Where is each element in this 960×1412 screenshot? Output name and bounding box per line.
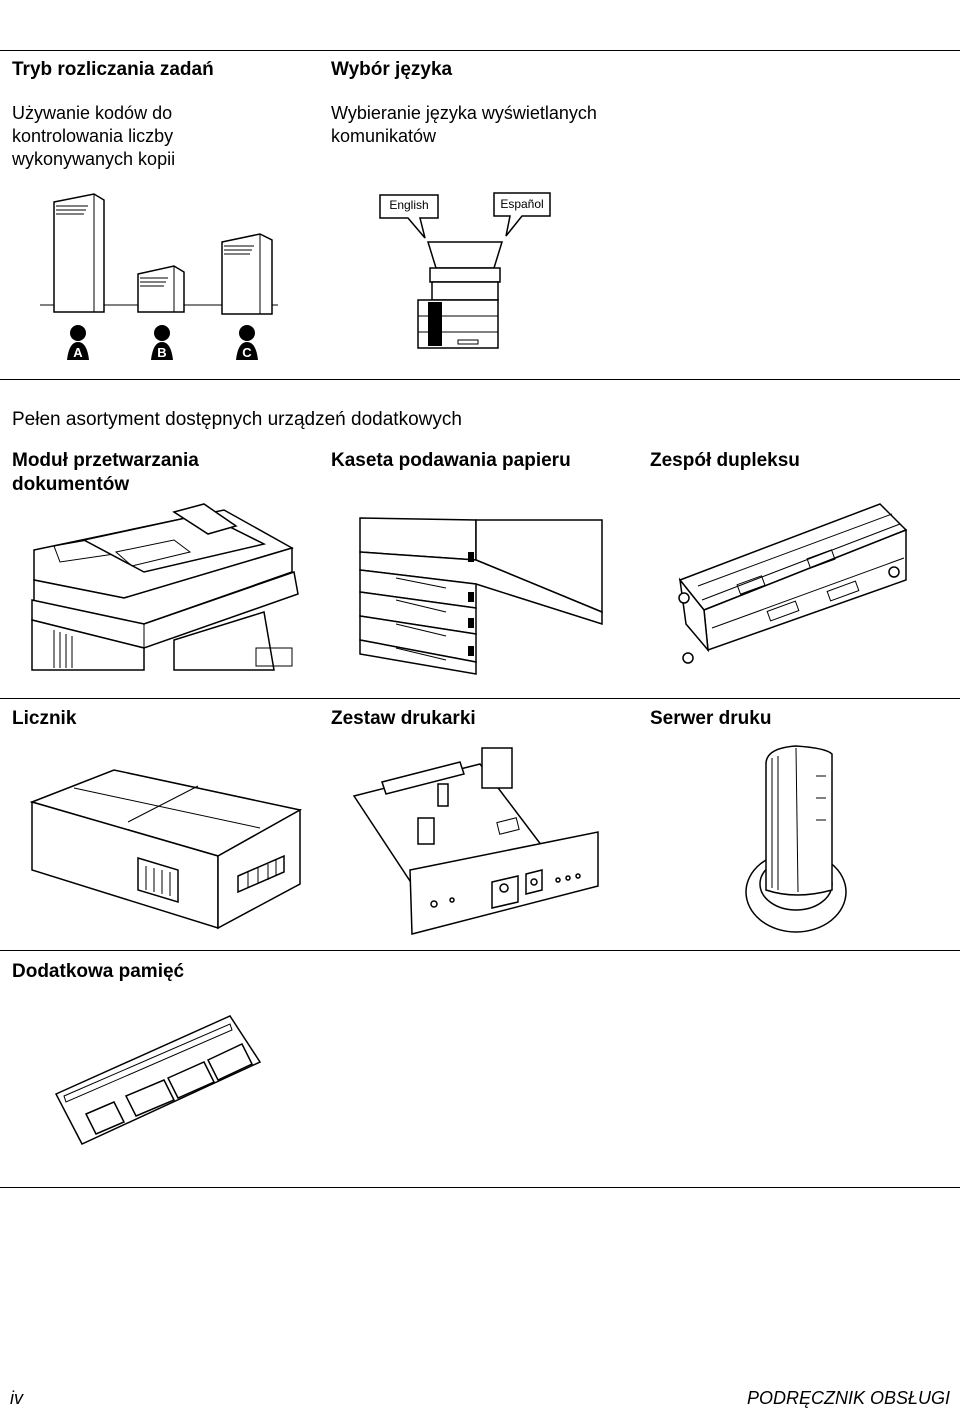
copier-language-illustration xyxy=(379,192,551,349)
person-c-icon xyxy=(236,325,258,360)
top-rule xyxy=(0,50,960,51)
language-bubble-spanish: Español xyxy=(500,197,544,211)
document-processor-title: Moduł przetwarzania dokumentów xyxy=(12,450,199,495)
language-bubble-english: English xyxy=(389,198,429,212)
department-label-c: C xyxy=(242,345,252,360)
job-accounting-title: Tryb rozliczania zadań xyxy=(12,59,214,80)
key-counter-illustration xyxy=(29,769,303,930)
person-b-icon xyxy=(151,325,173,360)
section-rule xyxy=(0,379,960,380)
options-heading: Pełen asortyment dostępnych urządzeń dod… xyxy=(12,409,462,430)
language-selection-description: Wybieranie języka wyświetlanych komunika… xyxy=(331,103,597,146)
memory-title: Dodatkowa pamięć xyxy=(12,961,185,982)
row-rule-1 xyxy=(0,698,960,699)
memory-module-illustration xyxy=(54,1015,262,1145)
paper-feeder-illustration xyxy=(359,517,603,675)
row-rule-2 xyxy=(0,950,960,951)
bottom-rule xyxy=(0,1187,960,1188)
department-label-a: A xyxy=(73,345,83,360)
department-label-b: B xyxy=(157,345,167,360)
paper-feeder-title: Kaseta podawania papieru xyxy=(331,450,571,471)
print-server-illustration xyxy=(745,745,847,933)
department-buildings-illustration xyxy=(40,193,278,360)
manual-title: PODRĘCZNIK OBSŁUGI xyxy=(746,1388,950,1408)
document-processor-illustration xyxy=(31,503,299,671)
duplex-unit-illustration xyxy=(678,503,908,664)
job-accounting-description: Używanie kodów do kontrolowania liczby w… xyxy=(12,103,176,169)
page-number: iv xyxy=(10,1388,23,1408)
person-a-icon xyxy=(67,325,89,360)
printer-kit-illustration xyxy=(352,747,599,935)
key-counter-title: Licznik xyxy=(12,708,77,729)
printer-kit-title: Zestaw drukarki xyxy=(331,708,476,729)
language-selection-title: Wybór języka xyxy=(331,59,453,80)
duplex-unit-title: Zespół dupleksu xyxy=(650,450,800,471)
print-server-title: Serwer druku xyxy=(650,708,772,729)
